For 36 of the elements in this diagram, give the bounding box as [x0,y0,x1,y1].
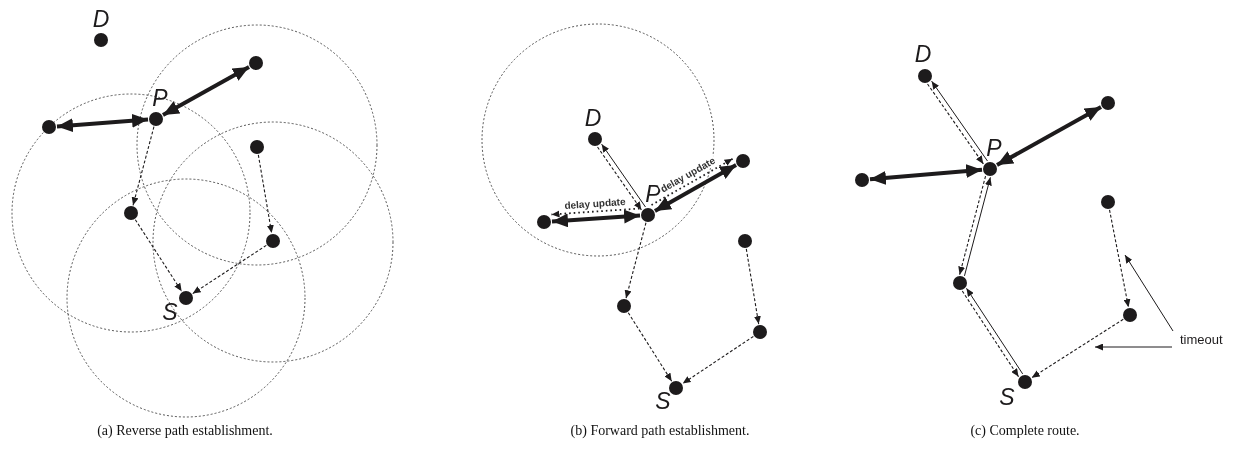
dashed-arrow [131,126,155,206]
dashed-arrow [192,244,267,295]
node-label: D [584,106,602,130]
dashed-arrow [1031,318,1124,379]
node-label: P [986,136,1002,160]
node-label: P [645,182,661,206]
edge-label: delay update [563,196,627,211]
figure-caption: (b) Forward path establishment. [570,424,750,438]
node-label: S [162,300,178,324]
double-arrow [653,163,738,213]
node-label: S [655,389,671,413]
arrow [963,176,992,277]
node-label: D [92,7,110,31]
dashed-arrow [134,219,183,292]
double-arrow [551,209,641,228]
node-label: S [999,385,1015,409]
double-arrow [869,164,983,185]
leader-arrow [1124,254,1174,332]
leader-arrow [1094,343,1173,351]
dashed-arrow [958,175,987,276]
figure-caption: (c) Complete route. [970,424,1080,438]
dashed-arrow [682,335,754,385]
node-label: D [914,42,932,66]
figure-caption: (a) Reverse path establishment. [97,424,273,438]
dashed-arrow [627,312,673,382]
double-arrow [996,105,1102,167]
dashed-arrow [624,222,647,299]
dashed-arrow [745,248,761,325]
dashed-arrow [257,154,274,234]
dashed-arrow [1109,209,1131,308]
annotation-text: timeout [1180,333,1223,346]
dashed-arrow [550,207,641,218]
double-arrow [162,65,250,117]
dashed-arrow [650,157,734,206]
double-arrow [56,113,149,133]
node-label: P [152,86,168,110]
